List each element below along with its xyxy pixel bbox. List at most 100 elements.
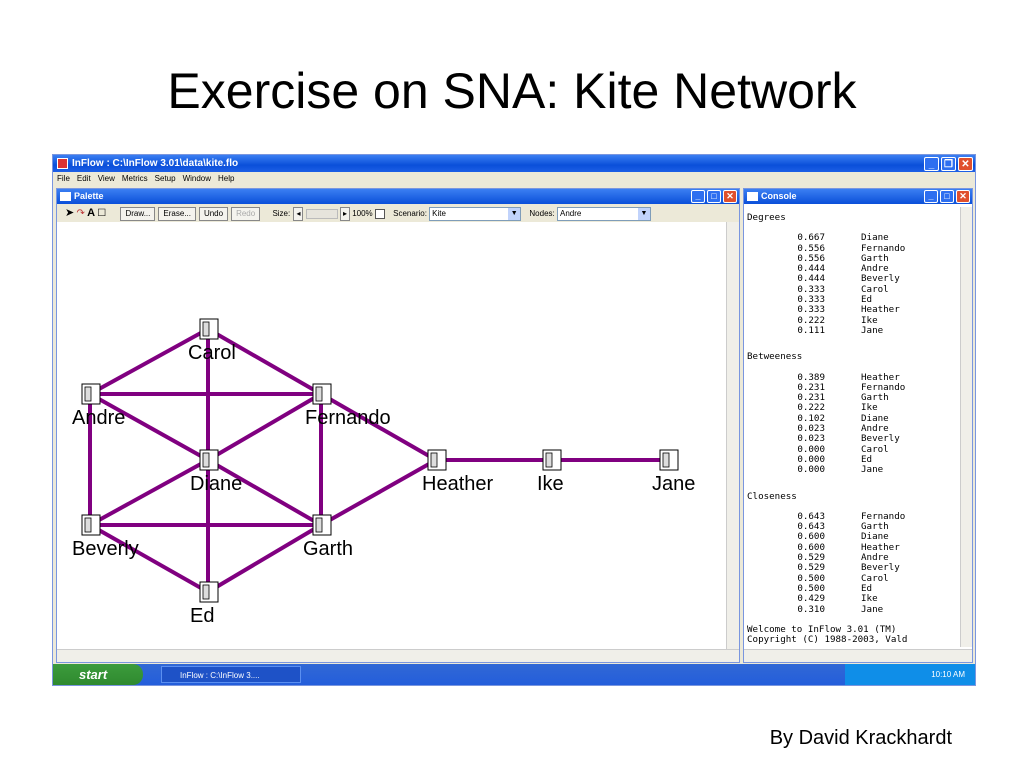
network-edge[interactable] [207,458,322,527]
network-edge[interactable] [89,327,209,396]
palette-titlebar[interactable]: Palette _□✕ [57,189,739,204]
metric-node-name: Fernando [861,381,906,393]
link-tool-icon[interactable]: ↷ [76,208,85,219]
scenario-select[interactable]: Kite▼ [429,206,522,221]
network-node[interactable]: Diane [190,449,242,495]
network-node[interactable]: Ike [537,449,564,495]
minimize-icon[interactable]: _ [924,157,939,171]
metric-node-name: Beverly [861,562,900,574]
menu-file[interactable]: File [57,174,70,183]
size-right-icon[interactable]: ▸ [339,206,350,221]
box-tool-icon[interactable]: ☐ [97,208,107,219]
minimize-icon[interactable]: _ [691,190,705,203]
network-edge[interactable] [320,458,437,527]
metric-node-name: Andre [861,423,889,435]
console-horizontal-scrollbar[interactable] [744,649,972,662]
window-titlebar[interactable]: InFlow : C:\InFlow 3.01\data\kite.flo _❐… [53,155,975,172]
draw-button[interactable]: Draw... [120,206,156,221]
network-node[interactable]: Beverly [72,514,139,560]
window-title: InFlow : C:\InFlow 3.01\data\kite.flo [72,158,239,169]
metric-value: 0.529 [797,552,825,564]
metric-value: 0.643 [797,521,825,533]
menu-view[interactable]: View [97,174,115,183]
metric-value: 0.023 [797,423,825,435]
chevron-down-icon[interactable]: ▼ [638,207,650,220]
chevron-down-icon[interactable]: ▼ [508,207,521,220]
network-node[interactable]: Andre [72,383,125,429]
network-node[interactable]: Jane [652,449,695,495]
network-edge[interactable] [206,523,323,594]
pointer-tool-icon[interactable]: ➤ [65,207,75,219]
metric-node-name: Ike [861,402,878,414]
console-titlebar[interactable]: Console _□✕ [744,189,972,204]
metric-value: 0.023 [797,433,825,445]
menu-window[interactable]: Window [182,174,212,183]
metric-value: 0.500 [797,582,825,594]
network-edge[interactable] [206,392,323,462]
nodes-select[interactable]: Andre ▼ [557,206,651,221]
console-vertical-scrollbar[interactable] [960,207,972,647]
restore-icon[interactable]: ❐ [941,157,956,171]
network-node[interactable]: Heather [422,449,493,495]
zoom-checkbox[interactable] [374,208,385,219]
close-icon[interactable]: ✕ [958,157,973,171]
size-left-icon[interactable]: ◂ [293,206,304,221]
network-node[interactable]: Fernando [305,383,391,429]
network-edge[interactable] [89,523,209,594]
network-node[interactable]: Garth [303,514,353,560]
metric-node-name: Heather [861,304,900,316]
metric-value: 0.333 [797,294,825,306]
network-edge[interactable] [207,327,322,396]
network-edge[interactable] [89,392,209,462]
maximize-icon[interactable]: □ [707,190,721,203]
menu-metrics[interactable]: Metrics [121,174,148,183]
node-label: Garth [303,538,353,560]
metric-node-name: Heather [861,371,900,383]
node-icon-detail [202,452,210,468]
taskbar-item-inflow[interactable]: InFlow : C:\InFlow 3.... [161,666,301,683]
metric-node-name: Beverly [861,273,900,285]
clock: 10:10 AM [931,670,965,679]
size-slider[interactable] [305,208,338,219]
palette-horizontal-scrollbar[interactable] [57,649,739,662]
network-edge[interactable] [320,392,437,462]
network-node[interactable]: Carol [188,318,236,364]
minimize-icon[interactable]: _ [924,190,938,203]
maximize-icon[interactable]: □ [940,190,954,203]
node-label: Fernando [305,407,391,429]
start-button[interactable]: start [53,664,143,685]
network-edge[interactable] [89,458,209,527]
close-icon[interactable]: ✕ [956,190,970,203]
close-icon[interactable]: ✕ [723,190,737,203]
menu-edit[interactable]: Edit [76,174,91,183]
node-label: Carol [188,342,236,364]
metric-value: 0.111 [797,324,825,336]
metric-node-name: Ike [861,593,878,605]
erase-button[interactable]: Erase... [158,206,196,221]
menu-setup[interactable]: Setup [154,174,176,183]
palette-vertical-scrollbar[interactable] [726,222,739,650]
metric-value: 0.500 [797,572,825,584]
metric-node-name: Garth [861,252,889,264]
nodes-value: Andre [560,208,582,218]
redo-button[interactable]: Redo [231,206,261,221]
menu-help[interactable]: Help [218,174,235,183]
text-tool-icon[interactable]: A [87,207,96,219]
network-node[interactable]: Ed [190,581,219,627]
undo-button[interactable]: Undo [198,206,229,221]
app-icon [57,158,68,169]
